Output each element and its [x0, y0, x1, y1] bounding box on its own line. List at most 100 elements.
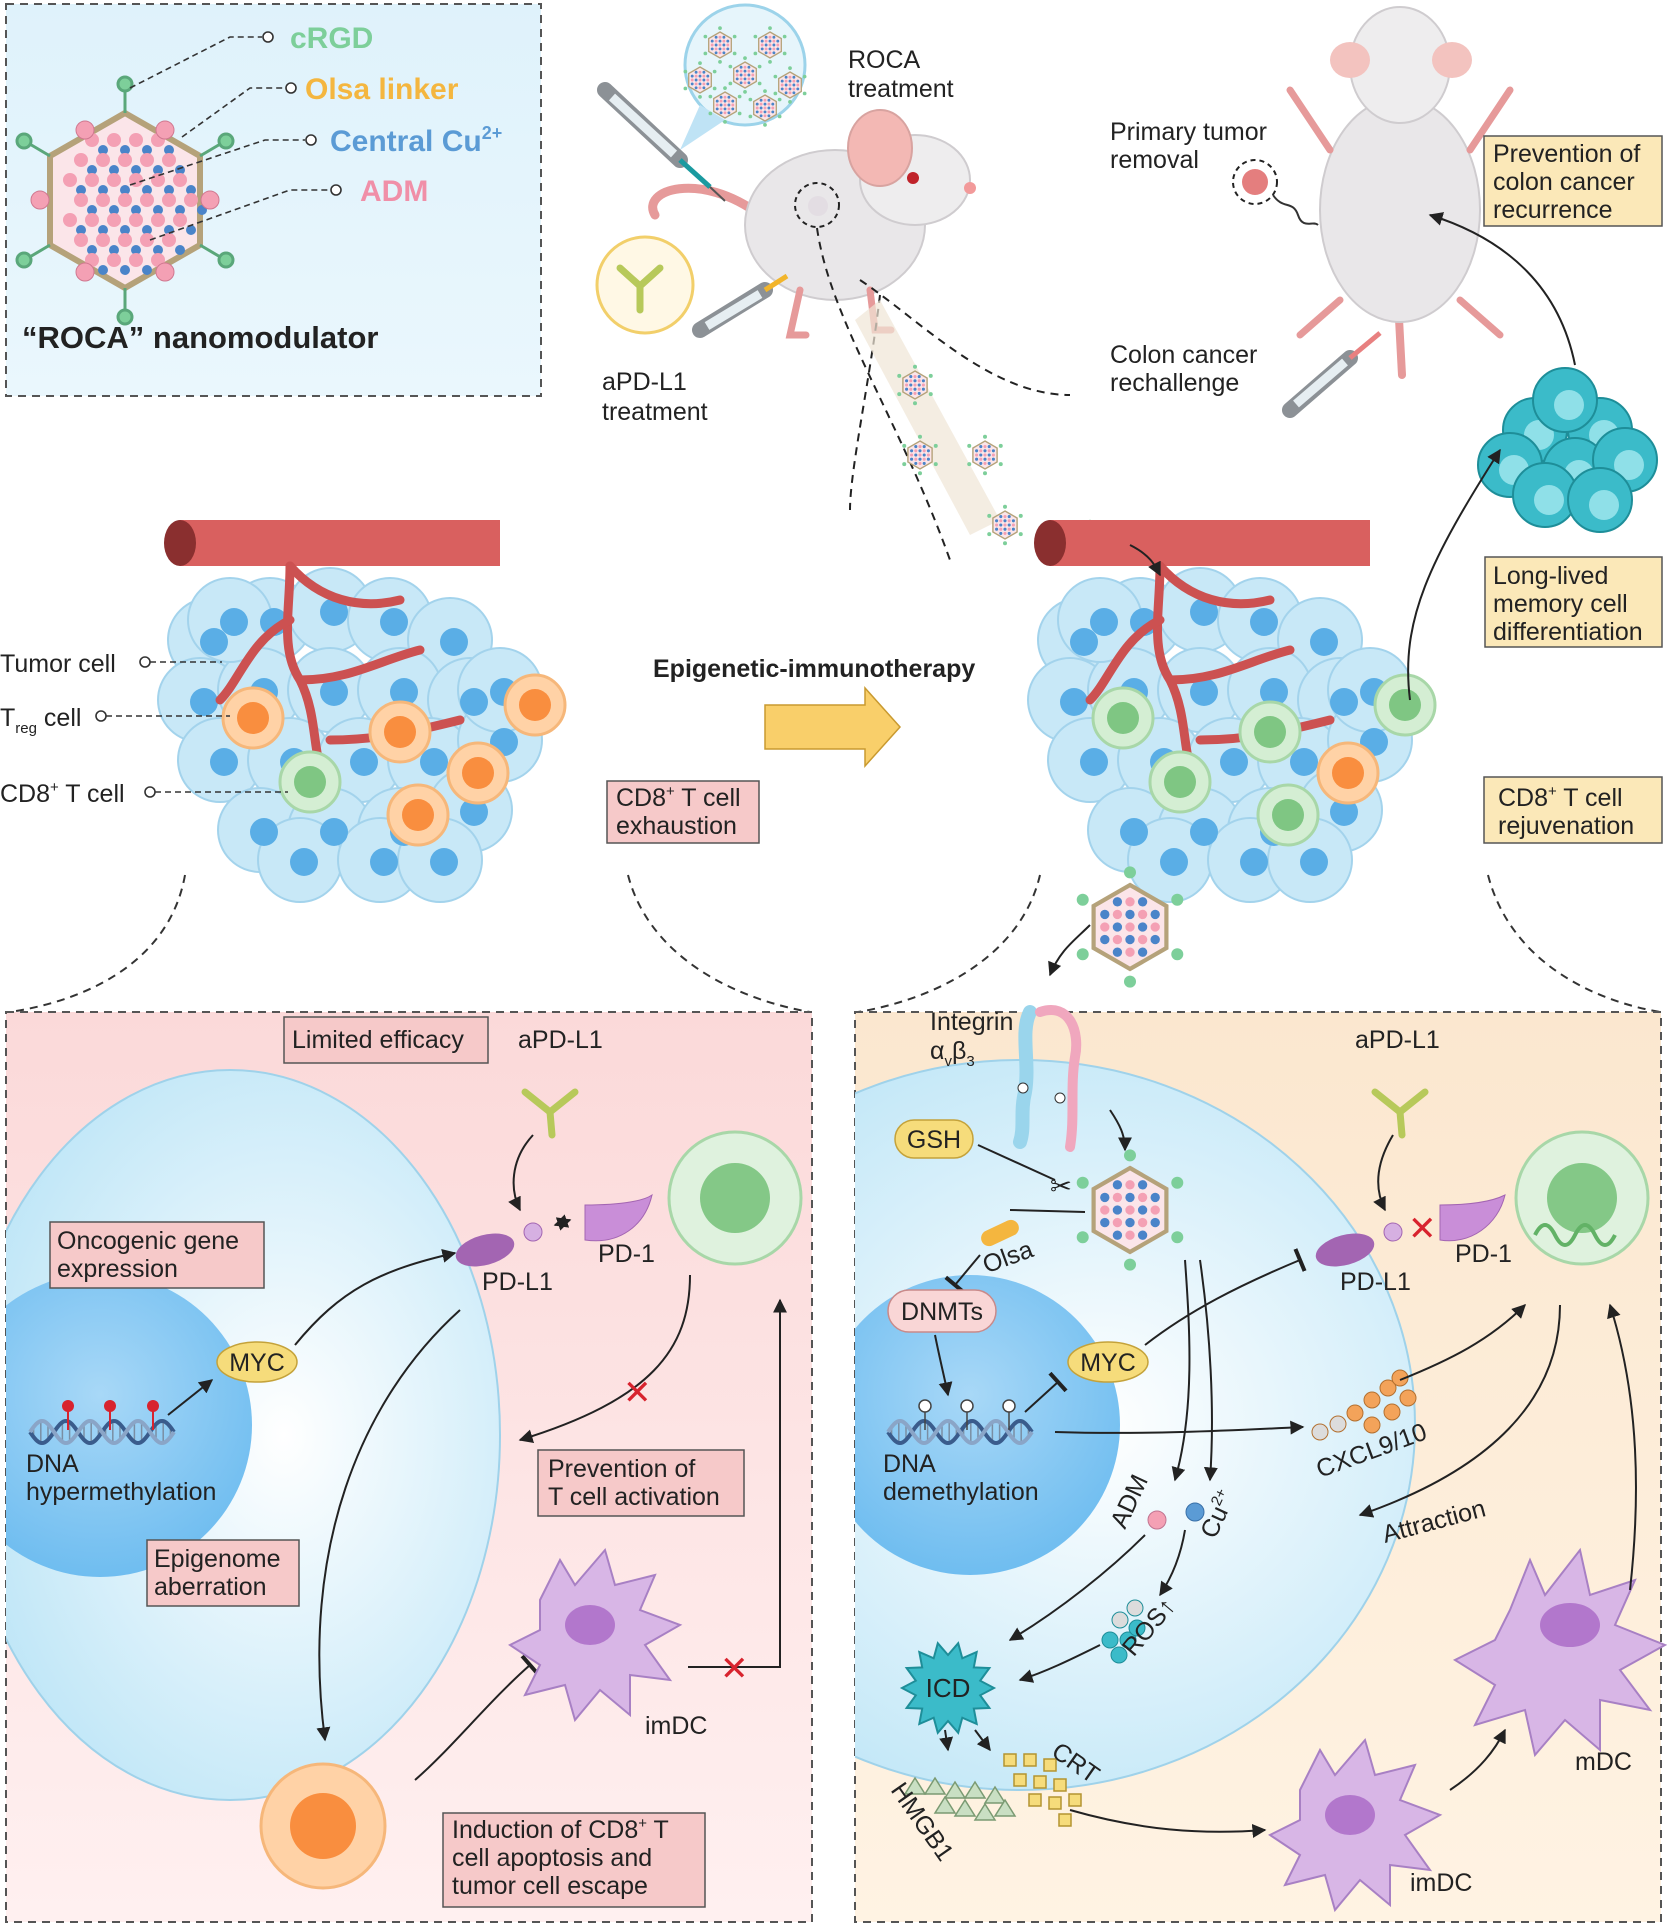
rejuvenation-line2: rejuvenation [1498, 812, 1634, 840]
roca-treatment-line2: treatment [848, 75, 954, 103]
left-pd1-label: PD-1 [598, 1240, 655, 1268]
mdc-label: mDC [1575, 1748, 1632, 1776]
hmgb1-icon [903, 1776, 1017, 1821]
apoptosis-line3: tumor cell escape [452, 1872, 648, 1900]
scissors-icon: ✂ [1050, 1171, 1072, 1201]
roca-syringe-icon [597, 82, 726, 202]
prevention-recurrence-box [1483, 135, 1663, 227]
left-pd1-receptor [584, 1193, 653, 1242]
olsa-molecule-icon [981, 1219, 1019, 1247]
prevention-activation-line2: T cell activation [548, 1483, 720, 1511]
internalized-roca-icon [1076, 1149, 1184, 1271]
epigenome-line1: Epigenome [154, 1545, 280, 1573]
tumor-left [157, 520, 567, 903]
exhaustion-line1: CD8+ T cell [616, 783, 741, 812]
removed-tumor-icon [1232, 159, 1278, 205]
tumor-cell-label: Tumor cell [0, 650, 116, 678]
incoming-roca-icon [1076, 866, 1184, 988]
gsh-label: GSH [907, 1126, 961, 1154]
prevention-activation-line1: Prevention of [548, 1455, 695, 1483]
icd-burst-icon [899, 1641, 997, 1735]
crt-icon [1003, 1753, 1082, 1827]
left-dna-line1: DNA [26, 1450, 79, 1478]
adm-label: ADM [360, 175, 428, 208]
right-antibody-icon [1371, 1088, 1429, 1139]
rejuvenation-box [1483, 776, 1663, 844]
exhaustion-box [606, 780, 760, 844]
rechallenge-mouse: Primary tumor removal Colon cancer recha… [1110, 6, 1663, 418]
icd-label: ICD [926, 1673, 971, 1703]
right-dna-line1: DNA [883, 1450, 936, 1478]
tumor-legend: Tumor cell Treg cell CD8+ T cell [0, 650, 288, 808]
cxcl-chemokine-icon [1311, 1369, 1417, 1441]
left-imdc-cell [508, 1547, 683, 1723]
right-pd1-receptor [1439, 1194, 1506, 1242]
memory-line3: differentiation [1493, 618, 1643, 646]
oncogenic-line2: expression [57, 1255, 178, 1283]
integrin-label: Integrin [930, 1008, 1013, 1036]
limited-efficacy-label: Limited efficacy [292, 1026, 464, 1054]
epigenetic-immunotherapy-label: Epigenetic-immunotherapy [653, 655, 975, 683]
left-pdl1-label: PD-L1 [482, 1268, 553, 1296]
ros-icon [1101, 1599, 1146, 1664]
apdl1-syringe-icon [692, 273, 789, 338]
dnmts-badge [887, 1289, 997, 1333]
apoptosis-line2: cell apoptosis and [452, 1844, 652, 1872]
left-myc-label: MYC [229, 1349, 285, 1377]
crgd-label: cRGD [290, 22, 373, 55]
left-antibody-icon [521, 1088, 579, 1139]
gsh-badge [894, 1119, 974, 1159]
left-pdl1-receptor [455, 1233, 515, 1267]
oncogenic-box [49, 1221, 265, 1289]
nanomodulator-title: “ROCA” nanomodulator [22, 320, 379, 355]
antibody-icon [616, 264, 664, 314]
right-dna-helix-icon [886, 1418, 1034, 1446]
dnmts-label: DNMTs [901, 1298, 983, 1326]
apdl1-treatment-line2: treatment [602, 398, 708, 426]
oncogenic-line1: Oncogenic gene [57, 1227, 239, 1255]
right-pdl1-receptor [1315, 1233, 1375, 1267]
left-block-x-icon: ✕ [623, 1374, 652, 1412]
rechallenge-line1: Colon cancer [1110, 341, 1257, 369]
right-mechanism-panel: Integrin αvβ3 GSH ✂ Olsa DNMTs MYC DNA d… [854, 866, 1667, 1923]
right-pdl1-label: PD-L1 [1340, 1268, 1411, 1296]
right-dna-line2: demethylation [883, 1478, 1039, 1506]
left-dna-line2: hypermethylation [26, 1478, 216, 1506]
left-myc-badge [216, 1341, 298, 1383]
adm-molecule-icon [1147, 1510, 1167, 1530]
memory-cell-cluster [1477, 367, 1658, 533]
integrin-subtype-label: αvβ3 [930, 1037, 975, 1070]
treatment-mouse: ROCA treatment aPD-L1 treatment [595, 3, 1108, 561]
right-imdc-label: imDC [1410, 1869, 1473, 1897]
limited-efficacy-box [283, 1016, 489, 1064]
rejuvenation-line1: CD8+ T cell [1498, 783, 1623, 812]
exhaustion-line2: exhaustion [616, 812, 737, 840]
primary-tumor-line1: Primary tumor [1110, 118, 1267, 146]
left-mechanism-panel: Limited efficacy aPD-L1 PD-L1 PD-1 Oncog… [5, 1011, 813, 1923]
right-imdc-cell [1268, 1737, 1443, 1913]
apoptosis-line1: Induction of CD8+ T [452, 1815, 669, 1844]
therapy-arrow [764, 686, 902, 768]
tumor-right [1027, 448, 1501, 903]
memory-line1: Long-lived [1493, 562, 1608, 590]
right-myc-badge [1067, 1341, 1149, 1383]
prevention-recurrence-line2: colon cancer [1493, 168, 1635, 196]
treg-cell-label: Treg cell [0, 704, 81, 737]
epigenome-box [146, 1539, 300, 1607]
apdl1-treatment-line1: aPD-L1 [602, 368, 687, 396]
right-block-x-icon: ✕ [1408, 1210, 1437, 1248]
prevention-recurrence-line1: Prevention of [1493, 140, 1640, 168]
roca-nanoparticle-icon [15, 75, 235, 326]
nanomodulator-panel: cRGD Olsa linker Central Cu2+ ADM “ROCA”… [5, 3, 542, 397]
left-dna-helix-icon [28, 1418, 176, 1446]
right-pd1-label: PD-1 [1455, 1240, 1512, 1268]
epigenome-line2: aberration [154, 1573, 267, 1601]
cu-ion-icon [1185, 1502, 1205, 1522]
rechallenge-line2: rechallenge [1110, 369, 1239, 397]
apoptosis-box [442, 1812, 706, 1908]
olsa-linker-label: Olsa linker [305, 73, 459, 106]
roca-treatment-line1: ROCA [848, 46, 921, 74]
left-imdc-label: imDC [645, 1712, 708, 1740]
